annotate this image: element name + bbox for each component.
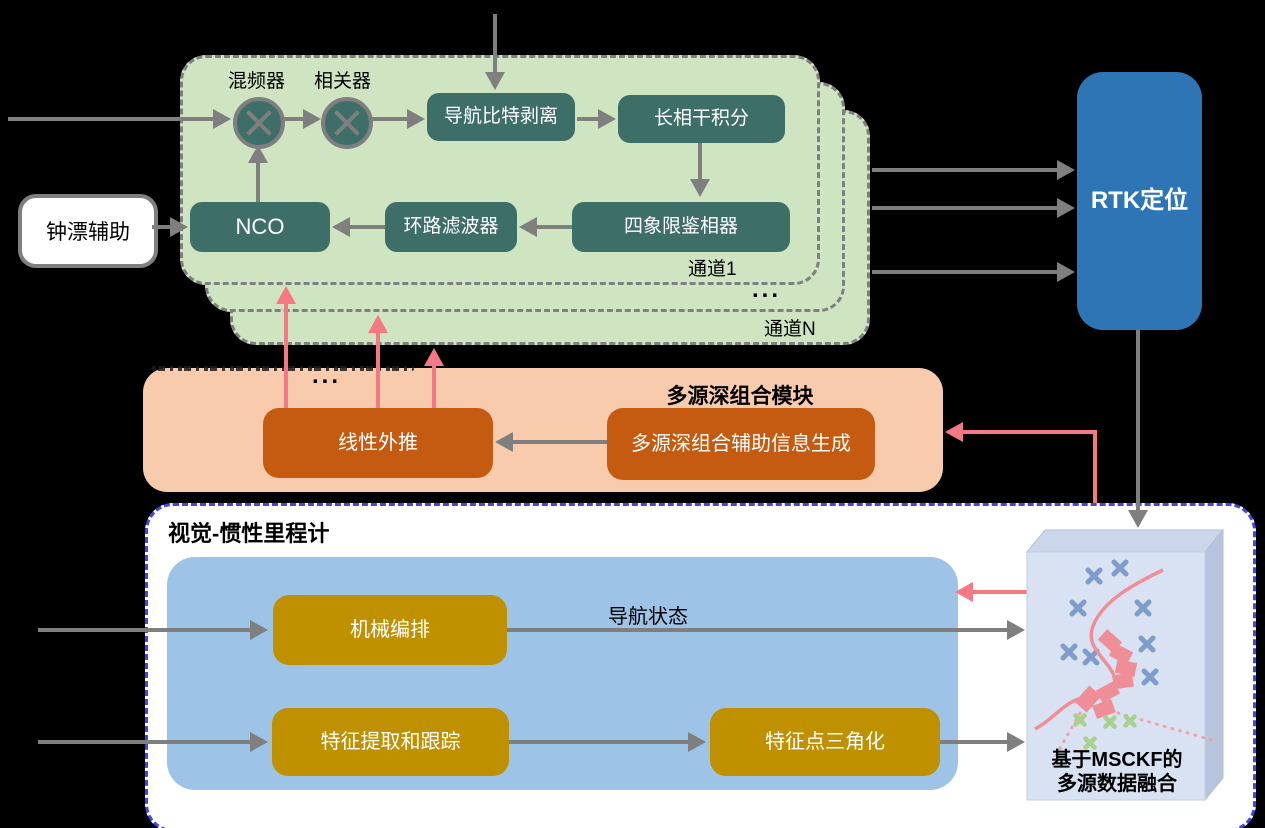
deep-integration-title: 多源深组合模块: [666, 385, 814, 408]
arrow-channel-to-rtk-1: [872, 160, 1075, 180]
pink-arrow-aid-channel-mid: [368, 315, 388, 408]
clock-drift-aid-box: 钟漂辅助: [18, 194, 158, 268]
arrow-correlator-to-navbit: [369, 109, 425, 129]
nav-bit-stripping-block: 导航比特剥离: [427, 93, 575, 141]
clipped-text-artifact: [152, 366, 414, 371]
correlator-multiply-icon: [321, 97, 373, 149]
channelN-label: 通道N: [764, 319, 816, 340]
arrow-channel-to-rtk-3: [872, 262, 1075, 282]
arrow-input-to-mixer: [8, 109, 231, 129]
mechanization-text: 机械编排: [350, 618, 430, 641]
loop-filter-block: 环路滤波器: [385, 202, 517, 252]
quadrant-discriminator-block: 四象限鉴相器: [572, 202, 790, 252]
msckf-camera-poses: [1074, 629, 1138, 719]
arrow-mechanization-to-msckf: [507, 620, 1025, 640]
arrow-camera-input: [38, 732, 268, 752]
msckf-fusion-box: [1025, 528, 1225, 802]
triangulation-block: 特征点三角化: [710, 708, 940, 776]
arrow-loopfilter-to-nco: [332, 217, 385, 237]
msckf-label-line2: 多源数据融合: [1057, 773, 1177, 795]
quadrant-discriminator-text: 四象限鉴相器: [623, 216, 738, 238]
clock-drift-aid-text: 钟漂辅助: [46, 221, 130, 244]
arrow-mixer-to-correlator: [281, 109, 321, 129]
arrow-navbit-to-integration: [577, 109, 616, 129]
arrow-rtk-to-msckf: [1128, 330, 1148, 528]
pink-arrow-aid-channel1: [276, 286, 296, 408]
msckf-fusion-label: 基于MSCKF的 多源数据融合: [1032, 748, 1202, 796]
nav-bit-stripping-text: 导航比特剥离: [443, 106, 558, 128]
nco-block: NCO: [190, 202, 330, 252]
extrapolation-ellipsis: ...: [312, 362, 342, 389]
arrow-nco-to-mixer: [248, 145, 268, 202]
arrow-top-input: [485, 14, 505, 90]
feature-tracking-block: 特征提取和跟踪: [272, 708, 509, 776]
aiding-info-generation-text: 多源深组合辅助信息生成: [631, 432, 851, 455]
long-coherent-integration-text: 长相干积分: [653, 108, 749, 130]
mixer-multiply-icon: [233, 97, 285, 149]
arrow-triangulation-to-msckf: [940, 732, 1025, 752]
long-coherent-integration-block: 长相干积分: [618, 95, 785, 143]
arrow-clockaid-to-nco: [152, 217, 188, 237]
vio-title: 视觉-惯性里程计: [168, 521, 330, 546]
arrow-channel-to-rtk-2: [872, 198, 1075, 218]
rtk-text: RTK定位: [1090, 187, 1189, 215]
arrow-integration-to-discriminator: [690, 143, 710, 197]
channel-ellipsis: ...: [752, 276, 782, 303]
arrow-aidinfo-to-extrapolation: [495, 432, 607, 452]
aiding-info-generation-block: 多源深组合辅助信息生成: [607, 408, 875, 480]
pink-arrow-msckf-to-module: [945, 422, 1097, 442]
mixer-label: 混频器: [228, 71, 286, 92]
rtk-positioning-block: RTK定位: [1077, 72, 1202, 330]
feature-tracking-text: 特征提取和跟踪: [320, 730, 461, 753]
arrow-tracking-to-triangulation: [509, 732, 706, 752]
arrow-imu-input: [38, 620, 268, 640]
nco-text: NCO: [235, 214, 285, 240]
correlator-label: 相关器: [314, 71, 372, 92]
triangulation-text: 特征点三角化: [765, 730, 885, 753]
loop-filter-text: 环路滤波器: [403, 216, 499, 238]
mechanization-block: 机械编排: [273, 595, 507, 665]
channel1-label: 通道1: [688, 259, 737, 280]
msckf-label-line1: 基于MSCKF的: [1051, 749, 1183, 771]
nav-state-label: 导航状态: [608, 606, 688, 628]
arrow-discriminator-to-loopfilter: [519, 217, 572, 237]
pink-arrow-aid-channelN: [424, 348, 444, 408]
pink-arrow-msckf-to-vio: [955, 582, 1027, 602]
pink-feedback-vertical-line: [1093, 432, 1097, 531]
linear-extrapolation-text: 线性外推: [338, 431, 418, 454]
linear-extrapolation-block: 线性外推: [263, 408, 493, 478]
